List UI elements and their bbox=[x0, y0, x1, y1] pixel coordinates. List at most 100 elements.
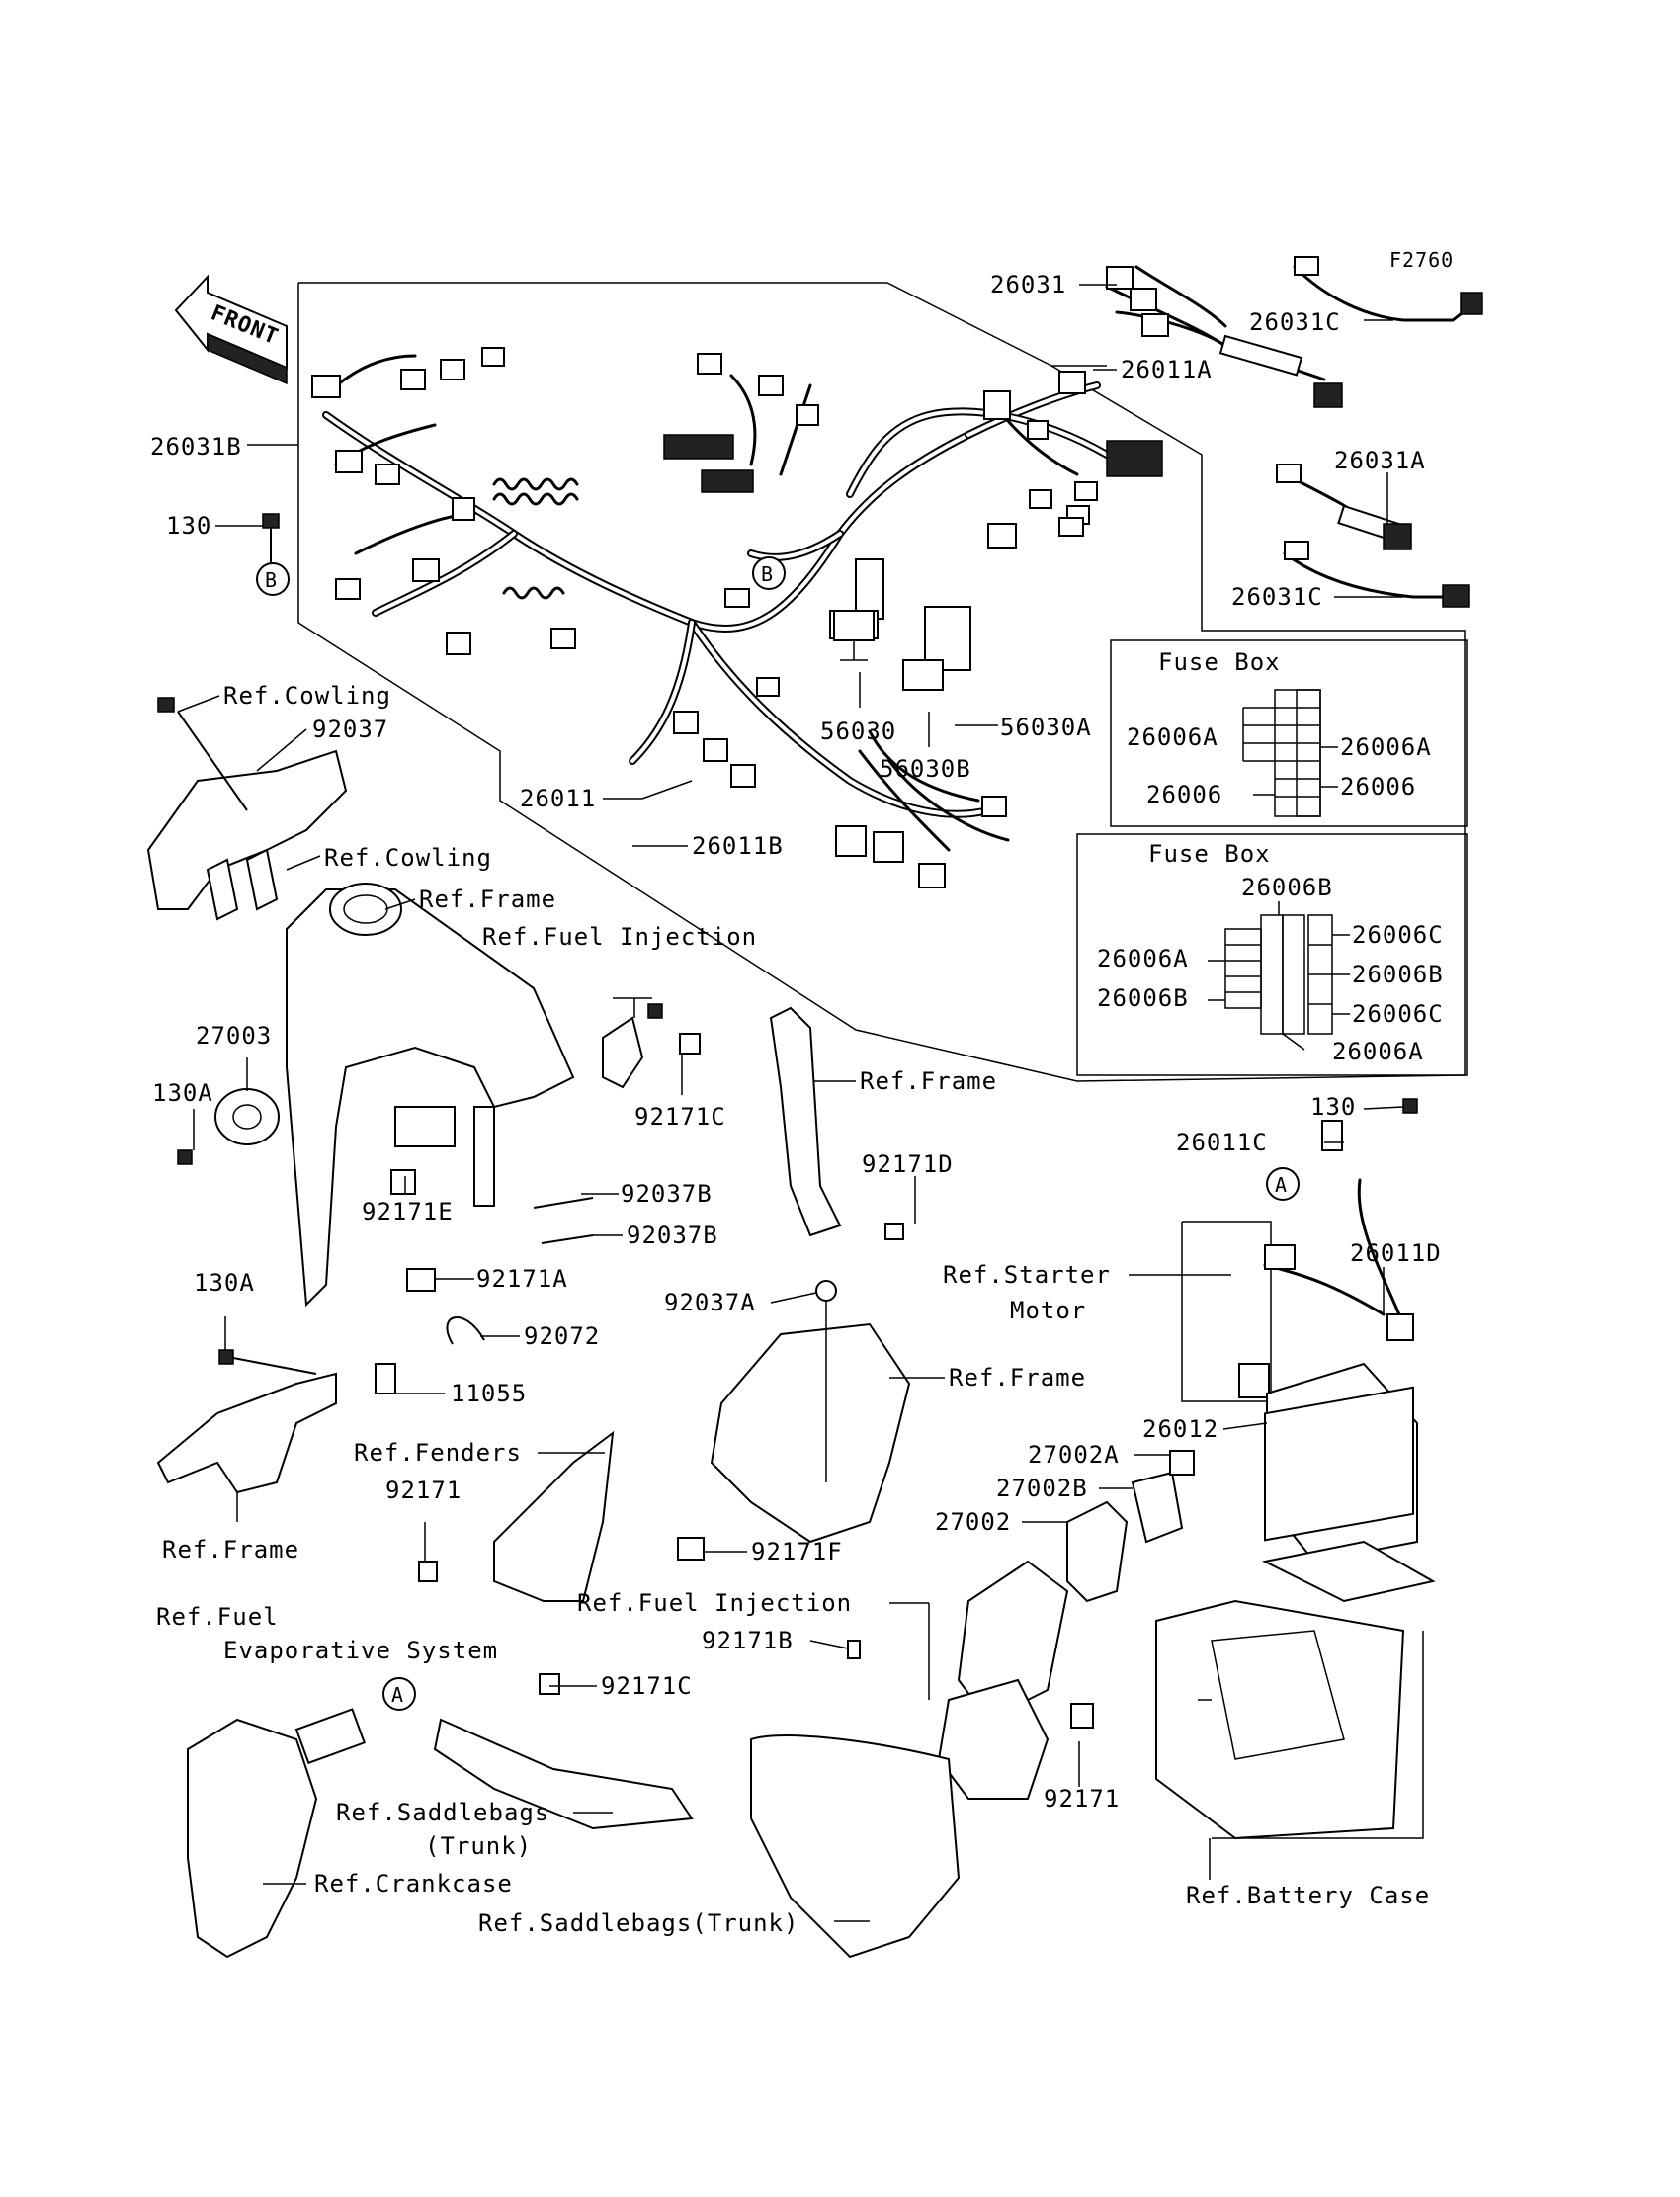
fuse-label: 26006A bbox=[1127, 723, 1218, 751]
clip-92171f bbox=[677, 1537, 705, 1561]
part-label: 92171E bbox=[362, 1198, 454, 1225]
part-label: 26031 bbox=[990, 271, 1066, 298]
battery-case bbox=[1155, 1540, 1436, 1840]
evaporative-canister bbox=[187, 1718, 318, 1959]
part-label: Ref.Frame bbox=[162, 1536, 299, 1563]
frame-center bbox=[710, 1322, 911, 1544]
part-label: 92171A bbox=[476, 1265, 568, 1293]
part-label: 130A bbox=[194, 1269, 255, 1297]
callout-letter: A bbox=[1275, 1173, 1288, 1197]
callout-letter: A bbox=[391, 1683, 404, 1707]
part-label: Motor bbox=[1010, 1297, 1086, 1324]
figure-code: F2760 bbox=[1389, 248, 1454, 272]
saddlebag bbox=[750, 1734, 961, 1959]
sensor-27003 bbox=[214, 1088, 280, 1145]
frame-vertical-bracket bbox=[769, 1006, 904, 1240]
part-label: Ref.Fuel Injection bbox=[482, 923, 757, 951]
part-label: Ref.Cowling bbox=[324, 844, 492, 872]
starter-relay-assembly bbox=[1181, 1221, 1386, 1402]
part-label: Ref.Frame bbox=[860, 1067, 997, 1095]
callout-b-2: B bbox=[752, 556, 786, 590]
part-label: Ref.Cowling bbox=[223, 682, 391, 710]
part-label: 92171 bbox=[1044, 1785, 1120, 1813]
part-label: Ref.Crankcase bbox=[314, 1870, 513, 1898]
part-label: Ref.Battery Case bbox=[1186, 1882, 1430, 1909]
part-label: Ref.Fenders bbox=[354, 1439, 522, 1467]
part-label: 92171C bbox=[634, 1103, 726, 1131]
fuse-box-top-title: Fuse Box bbox=[1158, 648, 1281, 676]
part-labels: 26031 26011A 26031C 26031A 26031C 26031B… bbox=[150, 271, 1442, 1937]
band-92072 bbox=[446, 1315, 485, 1345]
callout-letter: B bbox=[761, 562, 774, 586]
harness-connectors bbox=[311, 347, 1163, 888]
fuse-label: 26006C bbox=[1352, 921, 1444, 949]
part-label: 130A bbox=[152, 1079, 213, 1107]
bracket-11055 bbox=[375, 1363, 396, 1394]
part-label: 56030 bbox=[820, 718, 896, 745]
fuse-label: 26006B bbox=[1241, 874, 1333, 901]
fuse-box-bottom: Fuse Box 26006B 26006A 26006C 26006B 260… bbox=[1076, 833, 1468, 1076]
part-label: 27002 bbox=[935, 1508, 1011, 1536]
cowling-bracket bbox=[146, 697, 348, 921]
part-label: 92037B bbox=[627, 1222, 718, 1249]
fuse-label: 26006A bbox=[1332, 1038, 1424, 1065]
frame-bracket-lower bbox=[156, 1372, 337, 1494]
part-label: Ref.Starter bbox=[943, 1261, 1111, 1289]
harness-26031 bbox=[1105, 256, 1483, 608]
fuel-injection-bracket bbox=[602, 1003, 701, 1089]
part-label: 92171B bbox=[702, 1627, 794, 1654]
part-label: 92171C bbox=[601, 1672, 693, 1700]
part-label: 92171D bbox=[862, 1150, 954, 1178]
bolt-130 bbox=[262, 513, 280, 563]
part-label: 56030A bbox=[1000, 714, 1092, 741]
bolt-130a bbox=[177, 1149, 193, 1165]
part-label: (Trunk) bbox=[425, 1832, 532, 1860]
frame bbox=[286, 883, 575, 1308]
bolt-130-right bbox=[1402, 1098, 1418, 1114]
part-label: 26012 bbox=[1142, 1415, 1218, 1443]
fuse-label: 26006B bbox=[1352, 961, 1444, 988]
fuse-box-top: Fuse Box 26006A 26006A 26006 26006 bbox=[1110, 639, 1468, 827]
main-harness bbox=[322, 354, 1111, 852]
part-label: 92037A bbox=[664, 1289, 756, 1316]
part-label: 26011 bbox=[520, 785, 596, 812]
part-label: 26031C bbox=[1249, 308, 1341, 336]
callout-letter: B bbox=[265, 568, 278, 592]
fuse-box-bottom-title: Fuse Box bbox=[1148, 840, 1271, 868]
part-label: Evaporative System bbox=[223, 1637, 498, 1664]
clip-92171 bbox=[418, 1561, 438, 1582]
saddlebag-bracket bbox=[433, 1718, 694, 1830]
part-label: 130 bbox=[166, 512, 211, 540]
clip-92171-right bbox=[1070, 1703, 1094, 1729]
fuse-label: 26006A bbox=[1340, 733, 1432, 761]
part-label: 92171F bbox=[751, 1538, 843, 1565]
fuse-label: 26006B bbox=[1097, 984, 1189, 1012]
part-label: 26031C bbox=[1231, 583, 1323, 611]
clip-92171a bbox=[406, 1268, 436, 1292]
fuse-label: 26006 bbox=[1146, 781, 1222, 808]
part-label: 92037 bbox=[312, 716, 388, 743]
part-label: 92171 bbox=[385, 1477, 462, 1504]
tie-92037b bbox=[533, 1197, 594, 1209]
battery bbox=[1264, 1362, 1418, 1563]
part-label: Ref.Frame bbox=[949, 1364, 1086, 1392]
tie-92037b bbox=[541, 1234, 594, 1244]
part-label: 27003 bbox=[196, 1022, 272, 1050]
part-label: 27002B bbox=[996, 1475, 1088, 1502]
front-arrow-icon: FRONT bbox=[174, 274, 288, 385]
part-label: Ref.Frame bbox=[419, 886, 556, 913]
callout-b-1: B bbox=[256, 562, 290, 596]
leader-lines bbox=[177, 284, 1424, 1922]
part-label: 56030B bbox=[880, 755, 971, 783]
part-label: 26011C bbox=[1176, 1129, 1268, 1156]
fuse-label: 26006C bbox=[1352, 1000, 1444, 1028]
part-label: 130 bbox=[1310, 1093, 1356, 1121]
part-label: 26011A bbox=[1121, 356, 1213, 383]
part-label: 11055 bbox=[451, 1380, 527, 1407]
part-label: Ref.Fuel Injection bbox=[577, 1589, 852, 1617]
part-label: Ref.Saddlebags(Trunk) bbox=[478, 1909, 798, 1937]
cable-26011d bbox=[1357, 1178, 1405, 1326]
relay-56030 bbox=[833, 610, 875, 641]
part-label: 26011D bbox=[1350, 1239, 1442, 1267]
